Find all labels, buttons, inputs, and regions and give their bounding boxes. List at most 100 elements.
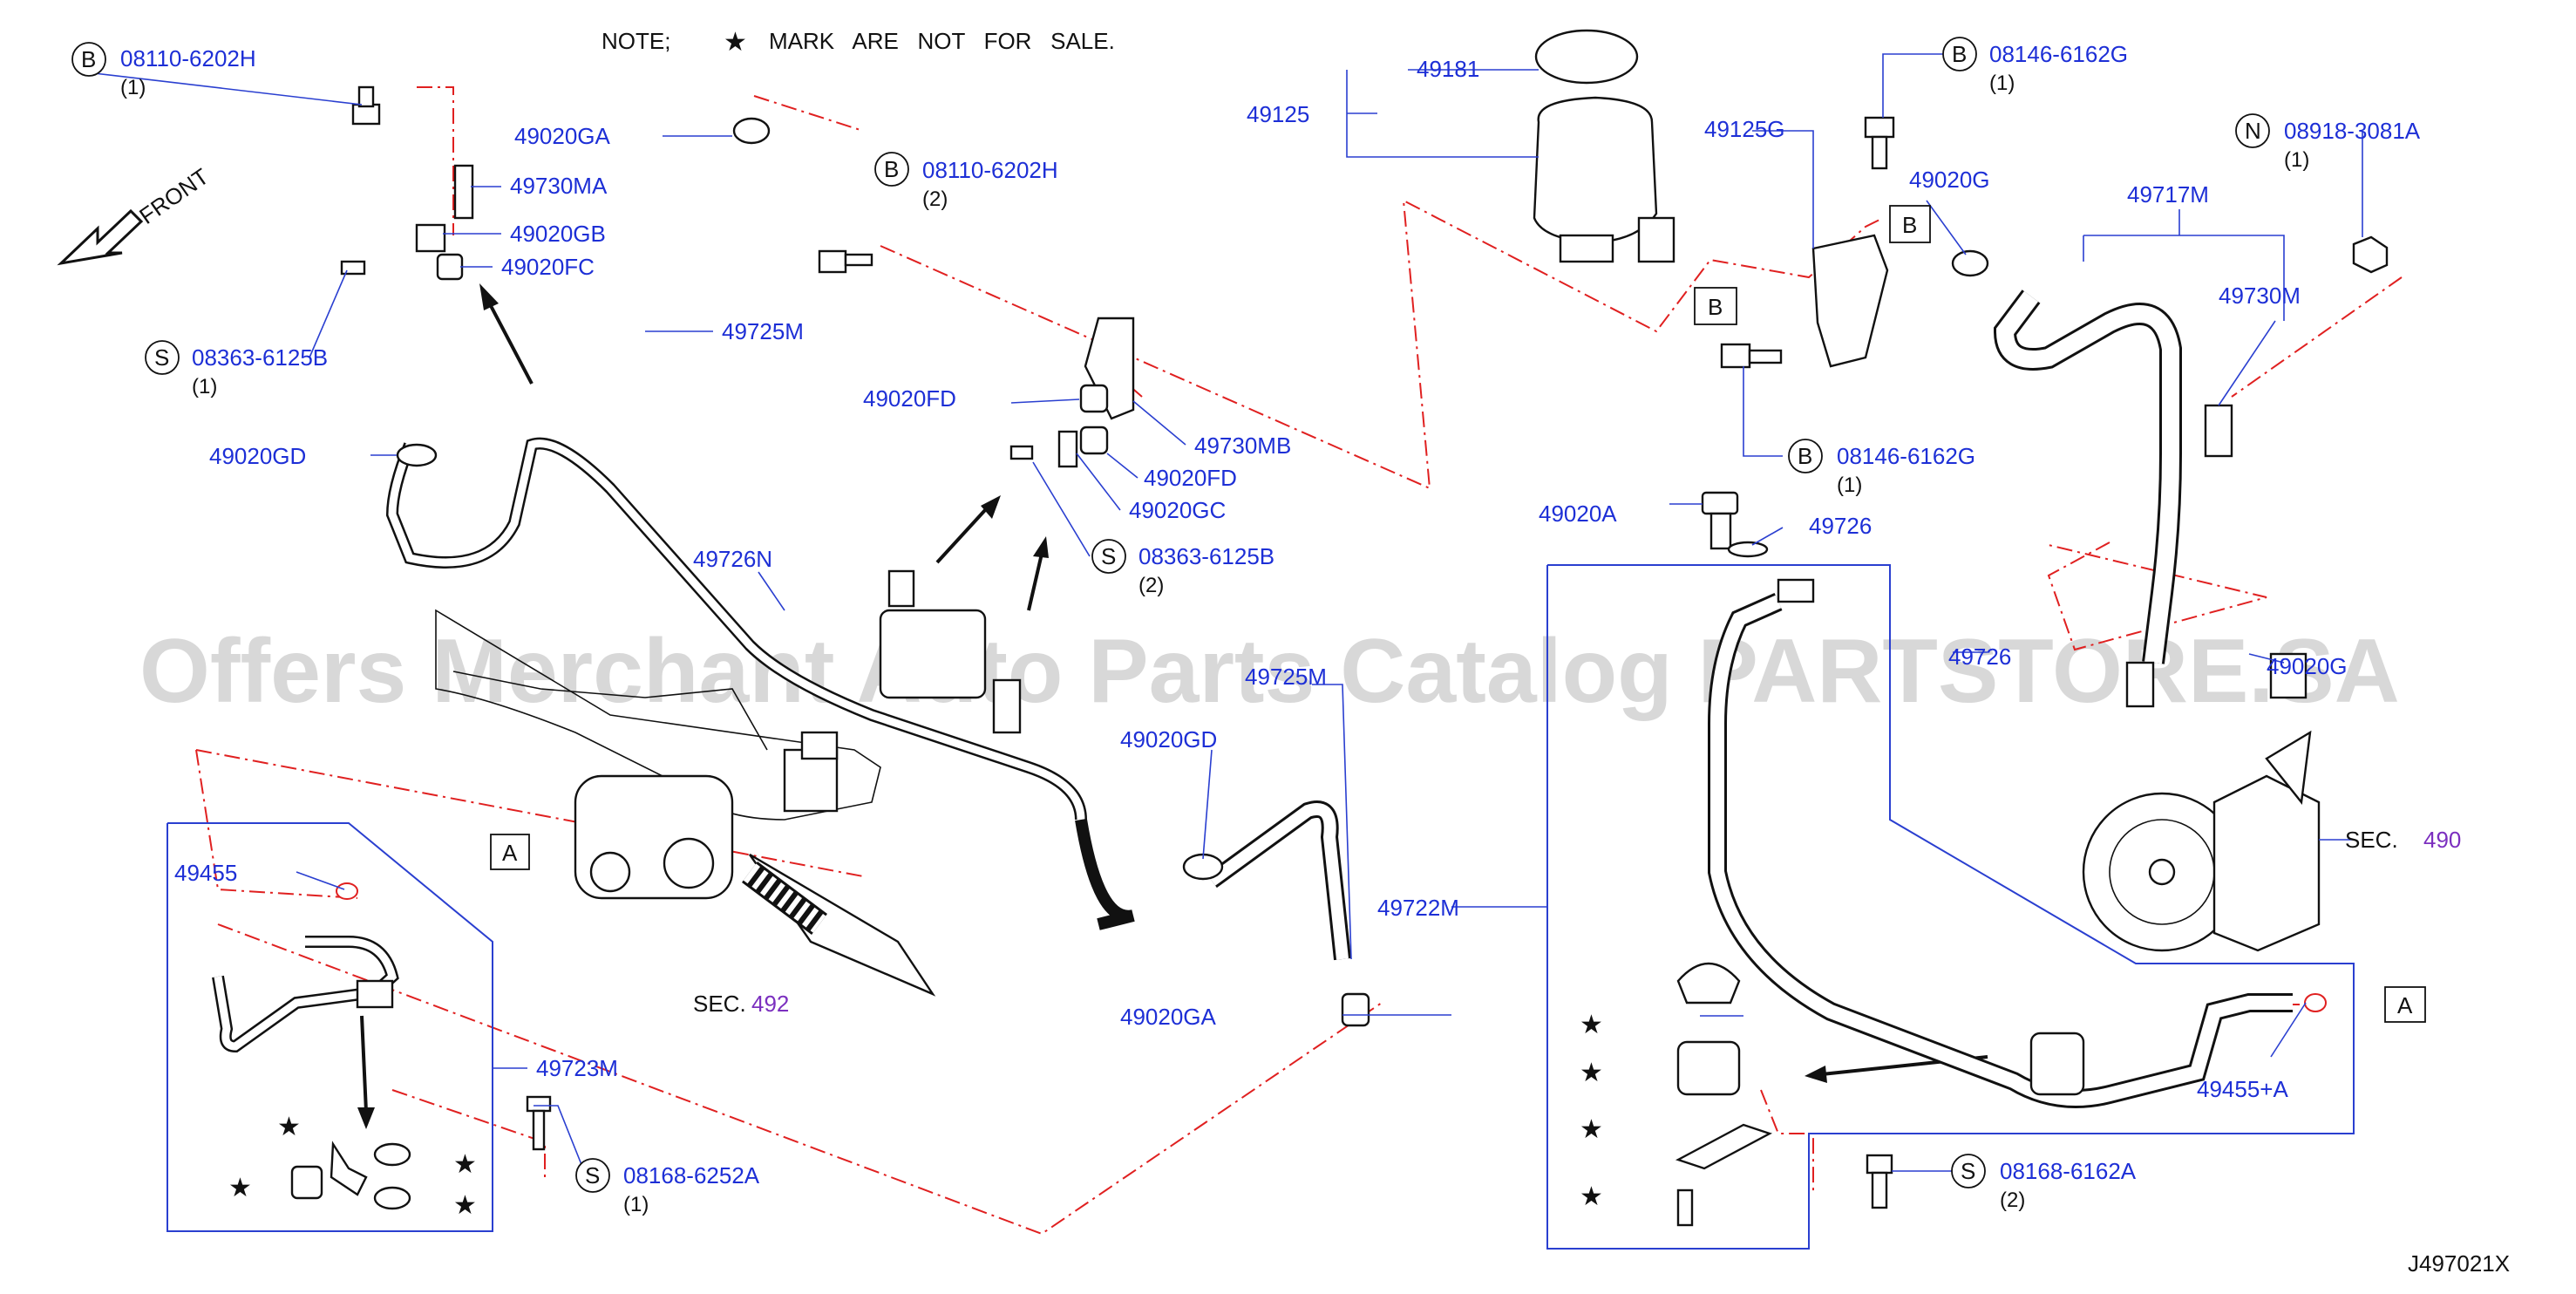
callout-b-08110-left[interactable]: B 08110-6202H (1): [71, 42, 256, 99]
label-49725m-mid[interactable]: 49725M: [1245, 664, 1327, 690]
bracket-49125g: [1811, 234, 1889, 368]
star-marks: ★ ★ ★ ★ ★ ★ ★ ★: [228, 1010, 1603, 1221]
callout-b-08146-low[interactable]: B 08146-6162G (1): [1788, 439, 1975, 497]
circle-letter-icon: [1951, 1154, 1986, 1188]
label-49730mb[interactable]: 49730MB: [1194, 432, 1291, 459]
callout-part-number: 08146-6162G: [1837, 443, 1975, 469]
callout-b-08110-mid[interactable]: B 08110-6202H (2): [874, 152, 1058, 211]
label-49181[interactable]: 49181: [1417, 56, 1479, 82]
label-49726[interactable]: 49726: [1809, 513, 1872, 539]
note-prefix: NOTE;: [602, 28, 670, 54]
label-49725m[interactable]: 49725M: [722, 318, 804, 344]
bolt-08168-6162: [1866, 1154, 1893, 1209]
box-letter: A: [2397, 992, 2413, 1018]
box-ref-a-left[interactable]: A: [490, 834, 530, 870]
label-49726-b[interactable]: 49726: [1948, 644, 2011, 670]
callout-part-number: 08363-6125B: [1138, 543, 1274, 569]
label-49020a[interactable]: 49020A: [1539, 501, 1617, 527]
hose-49722m-right: [1708, 578, 2327, 1108]
star-icon: ★: [453, 1149, 477, 1180]
bracket-49020gc: [1057, 430, 1078, 468]
label-49722m[interactable]: 49722M: [1377, 895, 1459, 921]
label-49020g-right[interactable]: 49020G: [2267, 653, 2348, 679]
sec-490-link[interactable]: 490: [2423, 827, 2461, 853]
box-ref-b-top[interactable]: B: [1889, 205, 1931, 243]
label-49726n[interactable]: 49726N: [693, 546, 772, 572]
star-icon: ★: [277, 1112, 301, 1142]
clamp-parts-right: [1675, 962, 1773, 1227]
bushing-49020fc: [436, 253, 464, 281]
bolt-08363-mid: [1009, 445, 1034, 460]
clamp-49020g-top: [1951, 249, 1989, 277]
circle-letter-icon: [145, 340, 180, 375]
label-49730ma[interactable]: 49730MA: [510, 173, 608, 199]
circle-letter-icon: [1788, 439, 1823, 473]
bushing-49020fd-b: [1079, 426, 1109, 455]
callout-letter: B: [884, 156, 899, 182]
hose-49717m: [1993, 289, 2182, 664]
clamp-parts-inset: [290, 1141, 411, 1210]
watermark-text: Offers Merchant Auto Parts Catalog PARTS…: [139, 621, 2400, 722]
callout-s-08363-mid[interactable]: S 08363-6125B (2): [1091, 539, 1274, 597]
label-49125g[interactable]: 49125G: [1704, 116, 1785, 142]
callout-s-08168-6252[interactable]: S 08168-6252A (1): [575, 1158, 760, 1216]
label-49020fc[interactable]: 49020FC: [501, 254, 595, 280]
box-letter: A: [502, 840, 518, 866]
bolt-08146-low: [1720, 343, 1783, 369]
note: NOTE; ★ MARK ARE NOT FOR SALE.: [602, 27, 1115, 58]
nut-08918: [2352, 235, 2389, 274]
reservoir-49125: [1533, 29, 1675, 263]
bracket-49730mb: [1084, 317, 1135, 420]
box-ref-b-mid[interactable]: B: [1694, 287, 1737, 325]
callout-qty: (1): [2284, 148, 2309, 172]
box-ref-a-right[interactable]: A: [2384, 986, 2426, 1023]
label-49020gb[interactable]: 49020GB: [510, 221, 606, 247]
callout-qty: (2): [1138, 574, 1164, 597]
label-49020gc[interactable]: 49020GC: [1129, 497, 1226, 523]
callout-s-08363-left[interactable]: S 08363-6125B (1): [145, 340, 328, 398]
callout-part-number: 08110-6202H: [120, 45, 256, 72]
steering-rack: [435, 609, 936, 997]
star-icon: ★: [1580, 1010, 1603, 1040]
callout-s-08168-6162[interactable]: S 08168-6162A (2): [1951, 1154, 2137, 1212]
bracket-49730ma: [453, 164, 474, 220]
star-icon: ★: [1580, 1182, 1603, 1212]
hose-49722m-short: [1206, 800, 1351, 961]
callout-part-number: 08363-6125B: [192, 344, 328, 371]
label-49455[interactable]: 49455: [174, 860, 237, 886]
bracket-49020gb: [415, 223, 446, 253]
star-icon: ★: [453, 1190, 477, 1221]
label-49020gd-mid[interactable]: 49020GD: [1120, 726, 1217, 753]
sec-490-label: SEC.: [2345, 827, 2398, 853]
diagram-code: J497021X: [2408, 1250, 2510, 1277]
callout-qty: (1): [623, 1193, 649, 1216]
label-49717m[interactable]: 49717M: [2127, 181, 2209, 208]
label-49455a[interactable]: 49455+A: [2197, 1076, 2288, 1102]
box-letter: B: [1708, 294, 1723, 320]
label-49020ga-top[interactable]: 49020GA: [514, 123, 611, 149]
callout-letter: S: [585, 1162, 600, 1188]
label-49723m[interactable]: 49723M: [536, 1055, 618, 1081]
label-49020ga-bot[interactable]: 49020GA: [1120, 1004, 1217, 1030]
callout-n-08918[interactable]: N 08918-3081A (1): [2235, 113, 2421, 172]
tube-49723m: [212, 882, 399, 1053]
hose-clamp-assembly: [879, 569, 1022, 734]
sec-492-link[interactable]: 492: [751, 991, 789, 1017]
callout-qty: (2): [2000, 1188, 2025, 1212]
callout-qty: (1): [1837, 473, 1862, 497]
callout-letter: B: [1952, 41, 1967, 67]
label-49125[interactable]: 49125: [1247, 101, 1309, 127]
circle-letter-icon: [575, 1158, 610, 1193]
label-49020g-top[interactable]: 49020G: [1909, 167, 1990, 193]
label-49020gd-left[interactable]: 49020GD: [209, 443, 306, 469]
label-49020fd-a[interactable]: 49020FD: [863, 385, 956, 412]
circle-letter-icon: [874, 152, 909, 187]
boot-bellows: [742, 862, 827, 935]
leader-lines: [93, 53, 2363, 1176]
washer-49726: [1727, 541, 1769, 558]
bushing-49020fd-a: [1079, 384, 1109, 413]
label-49020fd-b[interactable]: 49020FD: [1144, 465, 1237, 491]
bolt-08110-mid: [818, 249, 873, 274]
callout-b-08146-top[interactable]: B 08146-6162G (1): [1942, 37, 2128, 95]
label-49730m[interactable]: 49730M: [2219, 283, 2301, 309]
